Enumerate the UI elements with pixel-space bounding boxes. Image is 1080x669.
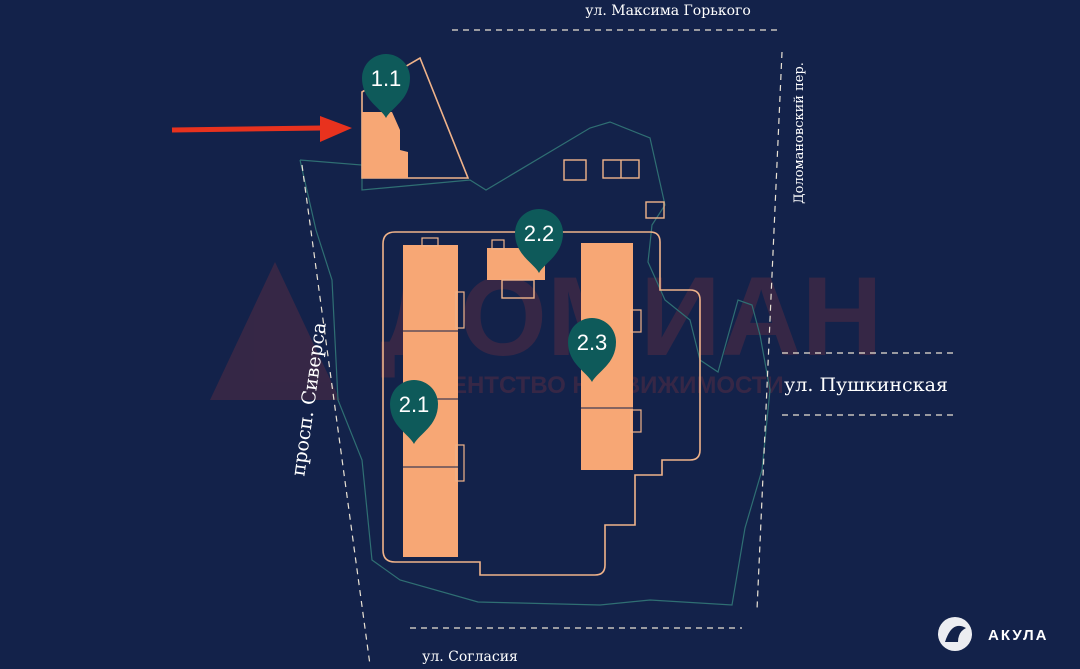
pointer-arrow-icon: [171, 116, 352, 142]
site-boundary: [299, 121, 771, 606]
marker-label: 2.3: [577, 330, 608, 355]
marker-2-1[interactable]: 2.1: [390, 380, 438, 444]
marker-label: 1.1: [371, 66, 402, 91]
street-line-west: [301, 164, 371, 666]
brand-name: АКУЛА: [988, 627, 1048, 644]
marker-1-1[interactable]: 1.1: [362, 54, 410, 118]
watermark-logo-icon: [210, 262, 340, 400]
small-structure: [645, 201, 665, 219]
street-label-south: ул. Согласия: [422, 649, 518, 665]
street-line-east-lane: [756, 51, 783, 611]
marker-2-3[interactable]: 2.3: [568, 318, 616, 382]
marker-label: 2.1: [399, 392, 430, 417]
brand-logo: АКУЛА: [938, 617, 1048, 651]
street-label-east-lane: Доломановский пер.: [792, 62, 807, 204]
street-label-east: ул. Пушкинская: [784, 374, 948, 396]
building-1-1[interactable]: [362, 112, 408, 178]
street-label-north: ул. Максима Горького: [585, 3, 751, 19]
block-2-perimeter: [382, 231, 701, 576]
small-structure: [563, 159, 587, 181]
marker-label: 2.2: [524, 221, 555, 246]
marker-2-2[interactable]: 2.2: [515, 209, 563, 273]
